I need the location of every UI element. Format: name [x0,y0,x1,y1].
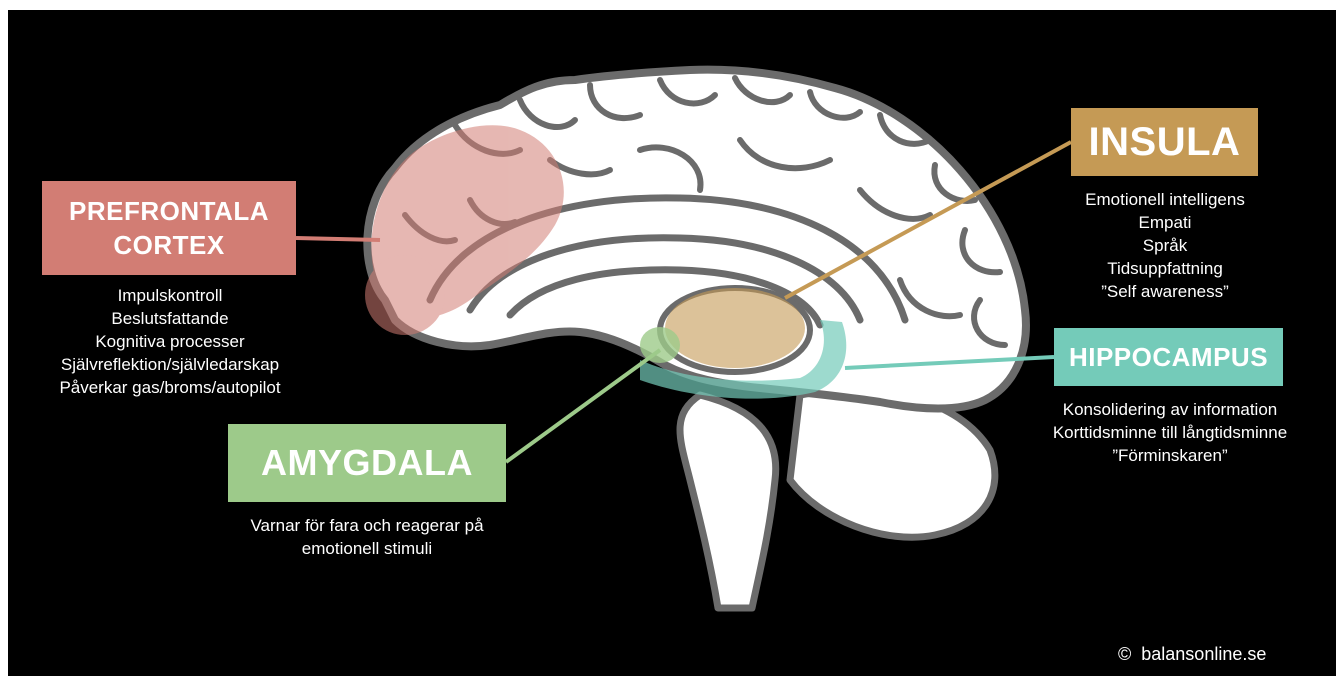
insula-desc-line: ”Self awareness” [1045,280,1285,303]
insula-desc-line: Tidsuppfattning [1045,257,1285,280]
prefrontal-desc-line: Impulskontroll [22,284,318,307]
hippocampus-title: HIPPOCAMPUS [1069,342,1268,373]
amygdala-desc-line: emotionell stimuli [205,537,529,560]
insula-desc-line: Språk [1045,234,1285,257]
prefrontal-label-box: PREFRONTALA CORTEX [42,181,296,275]
prefrontal-desc-line: Påverkar gas/broms/autopilot [22,376,318,399]
amygdala-desc-line: Varnar för fara och reagerar på [205,514,529,537]
insula-desc-line: Empati [1045,211,1285,234]
prefrontal-desc-line: Beslutsfattande [22,307,318,330]
amygdala-label-box: AMYGDALA [228,424,506,502]
hippocampus-desc-line: Korttidsminne till långtidsminne [1030,421,1310,444]
hippocampus-desc-line: ”Förminskaren” [1030,444,1310,467]
insula-description: Emotionell intelligens Empati Språk Tids… [1045,188,1285,303]
prefrontal-desc-line: Kognitiva processer [22,330,318,353]
cerebellum [790,390,995,537]
amygdala-connector [506,350,660,462]
credit-text: balansonline.se [1141,644,1266,664]
insula-title: INSULA [1089,120,1241,165]
prefrontal-title-line1: PREFRONTALA [69,194,269,228]
copyright-icon: © [1118,644,1131,664]
copyright-credit: © balansonline.se [1118,644,1266,665]
prefrontal-title-line2: CORTEX [69,228,269,262]
insula-label-box: INSULA [1071,108,1258,176]
prefrontal-desc-line: Självreflektion/självledarskap [22,353,318,376]
amygdala-title: AMYGDALA [261,442,473,484]
hippocampus-label-box: HIPPOCAMPUS [1054,328,1283,386]
brain-stem [680,395,776,608]
amygdala-description: Varnar för fara och reagerar på emotione… [205,514,529,560]
hippocampus-description: Konsolidering av information Korttidsmin… [1030,398,1310,467]
prefrontal-connector [296,238,380,240]
prefrontal-description: Impulskontroll Beslutsfattande Kognitiva… [22,284,318,399]
amygdala-highlight [640,327,680,363]
hippocampus-desc-line: Konsolidering av information [1030,398,1310,421]
insula-highlight [665,288,805,368]
insula-desc-line: Emotionell intelligens [1045,188,1285,211]
